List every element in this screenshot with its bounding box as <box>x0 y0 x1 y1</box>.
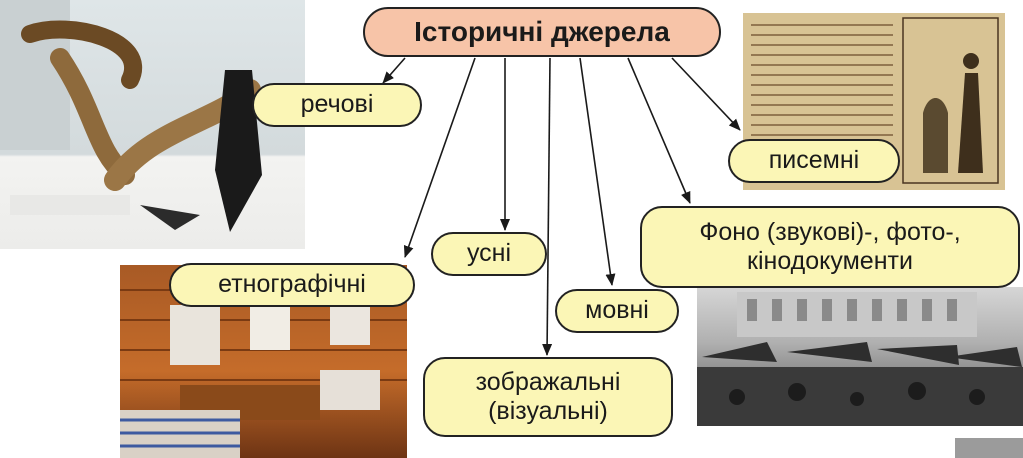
label-ethnographic-text: етнографічні <box>218 270 366 299</box>
label-oral-sources: усні <box>431 232 547 276</box>
label-material-sources: речові <box>252 83 422 127</box>
arrow-to-ethnographic <box>403 57 476 258</box>
arrow-to-visual <box>542 57 553 356</box>
plough-photo <box>0 0 305 249</box>
label-written-text: писемні <box>768 146 860 175</box>
label-visual-line1: зображальні <box>475 367 621 396</box>
diagram-title: Історичні джерела <box>363 7 721 57</box>
label-linguistic-sources: мовні <box>555 289 679 333</box>
label-written-sources: писемні <box>728 139 900 183</box>
label-linguistic-text: мовні <box>585 296 649 325</box>
label-visual-line2: (візуальні) <box>488 397 608 425</box>
label-material-text: речові <box>300 90 374 119</box>
label-audio-line1: Фоно (звукові)-, фото-, <box>699 217 961 246</box>
label-audio-photo-film-documents: Фоно (звукові)-, фото-, кінодокументи <box>640 206 1020 288</box>
page-corner-tab <box>955 438 1023 458</box>
market-drawing <box>697 292 1023 426</box>
title-text: Історичні джерела <box>414 16 670 48</box>
label-ethnographic-sources: етнографічні <box>169 263 415 307</box>
plough-drawing <box>0 0 262 232</box>
arrow-to-audio <box>627 57 691 204</box>
arrow-to-linguistic <box>579 57 616 286</box>
label-oral-text: усні <box>466 239 512 268</box>
label-visual-sources: зображальні (візуальні) <box>423 357 673 437</box>
papyrus-photo <box>743 13 1005 190</box>
arrow-to-material <box>382 57 406 84</box>
arrow-to-written <box>671 57 741 131</box>
label-audio-line2: кінодокументи <box>747 247 913 275</box>
market-photo <box>697 287 1023 426</box>
